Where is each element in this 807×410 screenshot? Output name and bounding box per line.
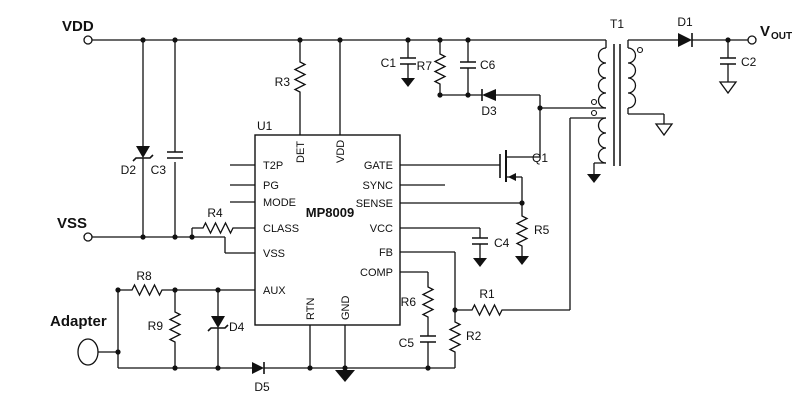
terminal-vout: V OUT	[747, 23, 792, 45]
pin-t2p: T2P	[263, 160, 283, 172]
r2-label: R2	[466, 329, 482, 343]
resistor-r8: R8	[128, 269, 166, 297]
terminal-vss: VSS	[57, 215, 93, 242]
mosfet-q1: Q1	[499, 150, 548, 182]
vdd-terminal-circle	[83, 35, 93, 45]
r3-label: R3	[275, 75, 291, 89]
t1-label: T1	[610, 17, 624, 31]
d4-label: D4	[229, 320, 245, 334]
t1-primary-phase-dot	[590, 98, 598, 106]
t1-secondary-winding	[627, 47, 637, 109]
resistor-r5: R5	[515, 212, 550, 250]
resistor-r6: R6	[401, 283, 435, 321]
ground-c1	[401, 78, 415, 87]
ground-secondary	[654, 123, 674, 137]
ic-body	[254, 134, 401, 326]
zener-diode-d2: D2	[121, 146, 154, 177]
pin-stubs	[230, 164, 255, 203]
c1-label: C1	[381, 56, 397, 70]
vss-terminal-circle	[83, 232, 93, 242]
d2-label: D2	[121, 163, 137, 177]
c6-label: C6	[480, 58, 496, 72]
resistor-r4: R4	[199, 206, 237, 235]
ic-u1: U1 MP8009 T2P PG MODE CLASS VSS AUX GATE…	[230, 119, 401, 326]
vss-label: VSS	[57, 215, 87, 232]
r9-label: R9	[148, 319, 164, 333]
capacitor-c4: C4	[472, 236, 510, 250]
q1-label: Q1	[532, 151, 548, 165]
c5-label: C5	[399, 336, 415, 350]
ground-c4	[473, 258, 487, 267]
capacitor-c2: C2	[720, 55, 757, 69]
ground-main	[335, 370, 355, 382]
adapter-connector	[77, 338, 99, 366]
r5-label: R5	[534, 223, 550, 237]
wires	[92, 39, 748, 370]
ground-aux	[587, 174, 601, 183]
pin-aux: AUX	[263, 285, 286, 297]
capacitor-c3: C3	[151, 151, 183, 177]
ground-symbols	[335, 78, 738, 382]
r7-label: R7	[417, 59, 433, 73]
pin-vdd: VDD	[335, 140, 347, 163]
pin-gnd: GND	[340, 296, 352, 321]
adapter-label: Adapter	[50, 313, 107, 330]
t1-primary-winding	[597, 47, 607, 109]
t1-aux-winding	[597, 117, 607, 164]
pin-class: CLASS	[263, 223, 299, 235]
transformer-t1: T1	[590, 17, 644, 166]
pin-gate: GATE	[364, 160, 393, 172]
resistor-r7: R7	[417, 50, 447, 88]
c2-label: C2	[741, 55, 757, 69]
resistor-r2: R2	[448, 318, 482, 356]
capacitor-c5: C5	[399, 335, 436, 350]
ic-part-number: MP8009	[306, 205, 354, 220]
vdd-label: VDD	[62, 18, 94, 35]
t1-secondary-phase-dot	[636, 46, 644, 54]
ground-r5	[515, 256, 529, 265]
t1-core	[613, 44, 621, 166]
pin-comp: COMP	[360, 267, 393, 279]
d3-label: D3	[481, 104, 497, 118]
r4-label: R4	[207, 206, 223, 220]
vout-label-sub: OUT	[771, 31, 792, 42]
r8-label: R8	[136, 269, 152, 283]
pin-mode: MODE	[263, 197, 296, 209]
vout-terminal-circle	[747, 35, 757, 45]
pin-sense: SENSE	[356, 198, 393, 210]
pin-det: DET	[295, 141, 307, 163]
diode-d1: D1	[677, 15, 693, 47]
c4-label: C4	[494, 236, 510, 250]
resistor-r1: R1	[468, 287, 506, 317]
r1-label: R1	[479, 287, 495, 301]
terminal-adapter: Adapter	[50, 313, 107, 366]
resistor-r3: R3	[275, 58, 307, 96]
pin-vcc: VCC	[370, 223, 393, 235]
diode-d3: D3	[481, 89, 497, 118]
d5-label: D5	[254, 380, 270, 394]
junction-dots	[115, 37, 731, 371]
pin-vss: VSS	[263, 248, 285, 260]
terminal-vdd: VDD	[62, 18, 94, 45]
d1-label: D1	[677, 15, 693, 29]
resistor-r9: R9	[148, 308, 182, 346]
pin-pg: PG	[263, 180, 279, 192]
c3-label: C3	[151, 163, 167, 177]
capacitor-c6: C6	[460, 58, 496, 72]
q1-body-arrow	[508, 173, 516, 181]
zener-diode-d4: D4	[207, 316, 245, 334]
t1-aux-phase-dot	[590, 109, 598, 117]
capacitor-c1: C1	[381, 56, 416, 70]
ground-c2	[718, 81, 738, 95]
pin-fb: FB	[379, 247, 393, 259]
diode-d5: D5	[252, 362, 270, 394]
r6-label: R6	[401, 295, 417, 309]
pin-sync: SYNC	[362, 180, 393, 192]
pin-rtn: RTN	[305, 298, 317, 320]
vout-label: V	[760, 23, 770, 40]
ic-refdes: U1	[257, 119, 273, 133]
